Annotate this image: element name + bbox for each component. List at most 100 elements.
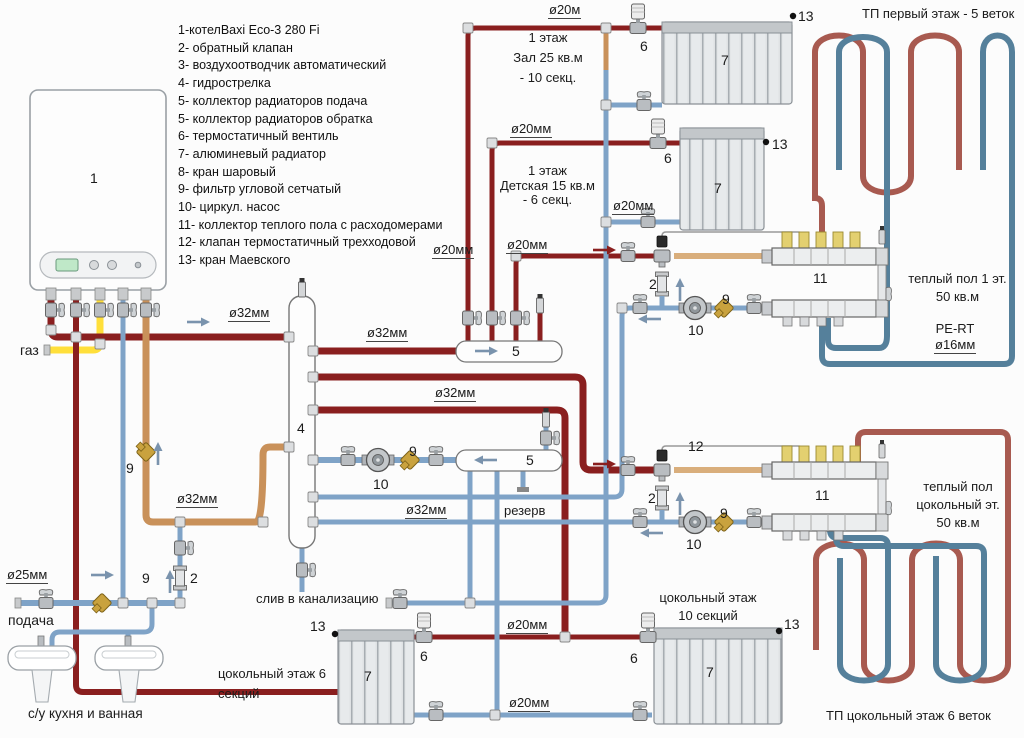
legend-item: 9- фильтр угловой сетчатый — [178, 182, 342, 197]
pump-icon — [678, 295, 712, 321]
filter-number: 9 — [409, 443, 417, 459]
sinks-label: с/у кухня и ванная — [28, 706, 143, 721]
ball-valve-icon — [632, 508, 648, 528]
pipe-size-label: ø20мм — [612, 198, 655, 215]
pipe-size-label: ø20мм — [432, 242, 475, 259]
boiler-return-pipe — [142, 32, 609, 526]
ball-valve-icon — [174, 540, 194, 556]
legend-item: 4- гидрострелка — [178, 76, 271, 91]
zone-line: 50 кв.м — [936, 515, 980, 530]
manifold-feed-pipes — [674, 253, 774, 473]
pipe-size-label: ø25мм — [6, 567, 49, 584]
drain-valve-icon — [392, 589, 408, 609]
boiler-knob — [89, 260, 99, 270]
radiator-number: 7 — [706, 664, 714, 680]
drain-valve-icon — [296, 562, 316, 578]
pipe-size-label: ø20мм — [506, 237, 549, 254]
ball-valve-icon — [117, 302, 137, 318]
ball-valve-icon — [636, 91, 652, 111]
radiator-basement-6 — [331, 629, 415, 725]
legend-item: 7- алюминевый радиатор — [178, 146, 326, 161]
capillary-tubes — [661, 231, 803, 462]
boiler-display — [55, 258, 79, 272]
thermostatic-valve-icon — [415, 612, 433, 643]
ball-valve-icon — [38, 589, 54, 609]
mayevsky-number: 13 — [310, 618, 326, 634]
pump-number: 10 — [688, 322, 704, 338]
valve6-number: 6 — [664, 150, 672, 166]
pipe-size-label: ø16мм — [934, 337, 977, 354]
ball-valve-icon — [486, 310, 506, 326]
sink — [94, 635, 164, 703]
ufh2-pump-group — [620, 449, 762, 535]
zone-line: теплый пол 1 эт. — [908, 271, 1007, 286]
zone-line: цокольный этаж 6 — [218, 666, 326, 681]
mayevsky-number: 13 — [772, 136, 788, 152]
boiler-knob — [107, 260, 117, 270]
underfloor-loop-first-floor — [812, 32, 1015, 367]
pert-label: PE-RT — [935, 321, 975, 336]
check-valve-number: 2 — [648, 490, 656, 506]
sink — [7, 635, 77, 703]
supply-collector — [455, 293, 563, 363]
zone-basement10: цокольный этаж 10 секций — [648, 589, 768, 625]
zone-line: - 10 секц. — [519, 70, 577, 85]
ball-valve-icon — [428, 446, 444, 466]
tp-first-floor-title: ТП первый этаж - 5 веток — [862, 6, 1015, 21]
pipe-size-label: ø32мм — [176, 491, 219, 508]
filter-icon — [91, 592, 113, 614]
pipe-size-label: ø32мм — [228, 305, 271, 322]
legend-item: 3- воздухоотводчик автоматический — [178, 58, 387, 73]
zone-line: Зал 25 кв.м — [513, 50, 583, 65]
valve6-number: 6 — [630, 650, 638, 666]
zone-line: теплый пол — [923, 479, 993, 494]
legend-item: 2- обратный клапан — [178, 40, 293, 55]
legend-item: 8- кран шаровый — [178, 164, 276, 179]
mayevsky-valve-icon — [762, 138, 770, 146]
pipe-size-label: ø20м — [548, 2, 582, 19]
ufh1-pump-group — [620, 235, 762, 321]
valve6-number: 6 — [420, 648, 428, 664]
radiator-hall — [661, 12, 797, 105]
pipe-size-label: ø20мм — [506, 617, 549, 634]
manifold-number: 11 — [815, 487, 830, 503]
three-way-valve-icon — [653, 235, 671, 268]
ball-valve-icon — [620, 242, 636, 262]
legend-item: 13- кран Маевского — [178, 253, 291, 268]
boiler-number: 1 — [90, 170, 98, 186]
return-collector-number: 5 — [526, 452, 534, 468]
valve6-number: 6 — [640, 38, 648, 54]
separator-number: 4 — [297, 420, 305, 436]
legend-item: 5- коллектор радиаторов обратка — [178, 111, 373, 126]
pump-number: 10 — [686, 536, 702, 552]
drain-label: слив в канализацию — [256, 591, 379, 606]
legend-item: 10- циркул. насос — [178, 200, 280, 215]
reserve-label: резерв — [504, 503, 546, 518]
zone-kids: 1 этаж Детская 15 кв.м - 6 секц. — [490, 163, 605, 208]
air-vent-icon — [298, 277, 306, 298]
filter-number: 9 — [720, 505, 728, 521]
mayevsky-valve-icon — [775, 627, 783, 635]
pipe-fittings — [14, 22, 628, 721]
pipe-size-label: ø20мм — [508, 695, 551, 712]
pump-icon — [678, 509, 712, 535]
zone-line: цокольный этаж — [659, 590, 757, 605]
hydraulic-separator — [283, 277, 319, 578]
thermostatic-valve-icon — [649, 118, 667, 149]
mayevsky-number: 13 — [784, 616, 800, 632]
filter-number: 9 — [722, 291, 730, 307]
ball-valve-icon — [94, 302, 114, 318]
mayevsky-number: 13 — [798, 8, 814, 24]
ball-valve-icon — [70, 302, 90, 318]
pipe-size-label: ø20мм — [510, 121, 553, 138]
zone-hall: 1 этаж Зал 25 кв.м - 10 секц. — [498, 28, 598, 88]
radiator-number: 7 — [721, 52, 729, 68]
air-vent-icon — [536, 293, 544, 314]
three-way-valve-icon — [653, 449, 671, 482]
pipe-size-label: ø32мм — [405, 502, 448, 519]
underfloor-loop-basement — [813, 429, 1011, 684]
gas-label: газ — [20, 342, 39, 358]
check-valve-icon — [655, 485, 669, 511]
